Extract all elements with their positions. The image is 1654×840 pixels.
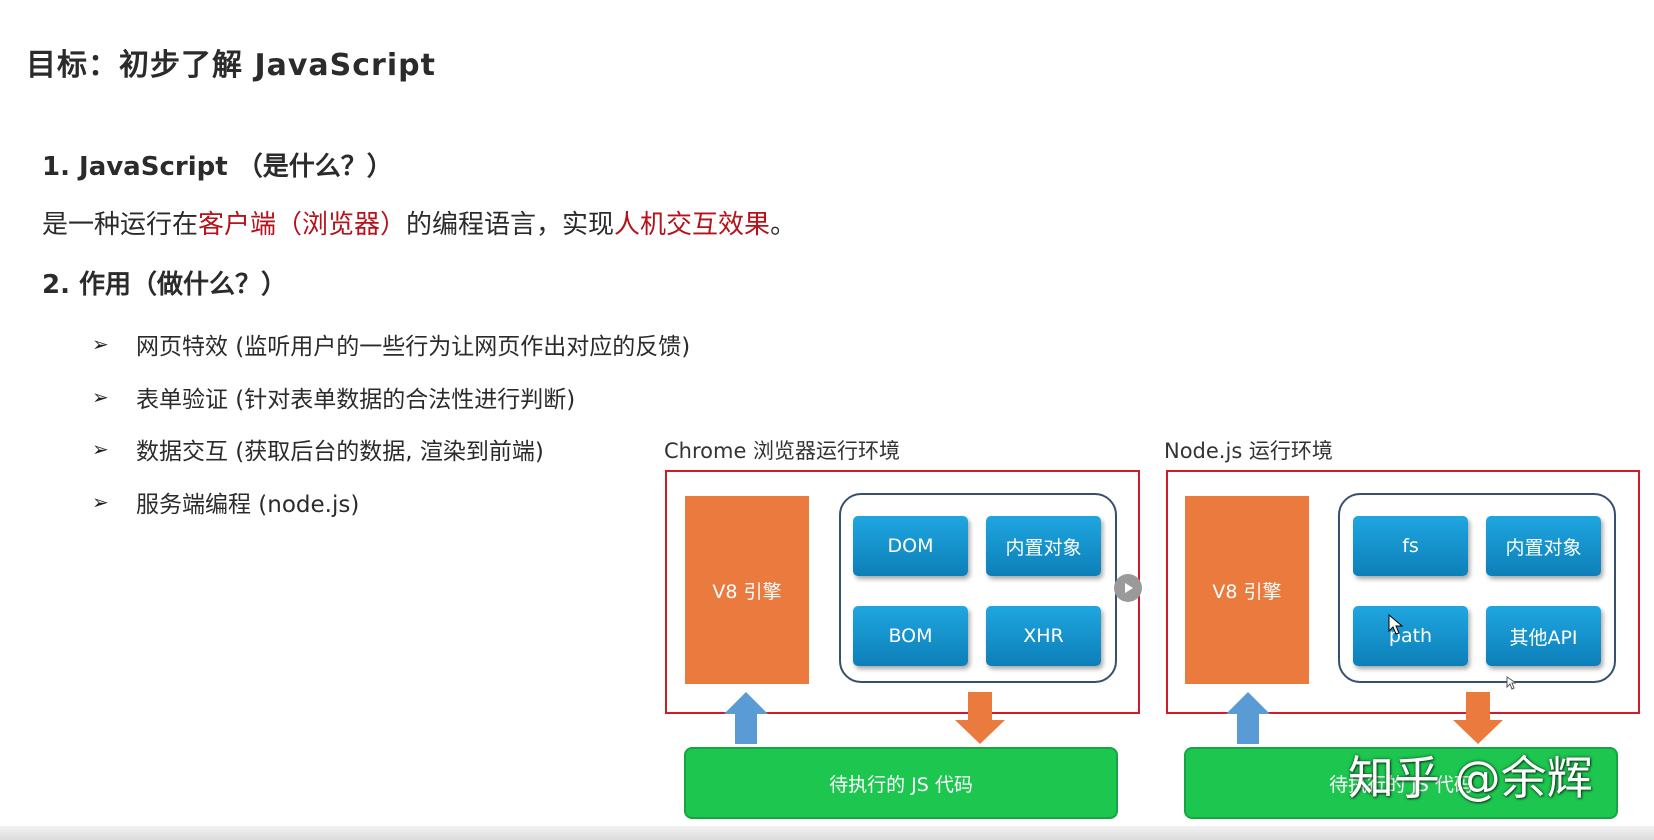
bottom-edge-bar bbox=[0, 826, 1654, 840]
page-title: 目标：初步了解 JavaScript bbox=[26, 48, 436, 83]
arrow-bullet-icon: ➢ bbox=[92, 384, 109, 409]
bullet-text: 数据交互 (获取后台的数据, 渲染到前端) bbox=[136, 439, 544, 466]
small-cursor-icon bbox=[1506, 676, 1516, 690]
browser-env-label: Chrome 浏览器运行环境 bbox=[664, 439, 901, 463]
list-item: ➢ 表单验证 (针对表单数据的合法性进行判断) bbox=[92, 371, 690, 424]
bullet-text: 网页特效 (监听用户的一些行为让网页作出对应的反馈) bbox=[136, 334, 691, 361]
list-item: ➢ 服务端编程 (node.js) bbox=[92, 476, 690, 529]
bullet-text: 服务端编程 (node.js) bbox=[136, 491, 360, 518]
bullet-text: 表单验证 (针对表单数据的合法性进行判断) bbox=[136, 386, 576, 413]
arrow-bullet-icon: ➢ bbox=[92, 332, 109, 357]
api-xhr: XHR bbox=[986, 606, 1101, 666]
para-highlight-client: 客户端（浏览器） bbox=[198, 210, 407, 240]
mouse-cursor-icon bbox=[1388, 614, 1404, 635]
para-text-3: 。 bbox=[770, 210, 797, 240]
api-builtin-objects: 内置对象 bbox=[1486, 516, 1601, 576]
play-icon[interactable] bbox=[1114, 574, 1142, 602]
node-js-code-bar: 待执行的 JS 代码 bbox=[1184, 747, 1618, 819]
section1-paragraph: 是一种运行在客户端（浏览器）的编程语言，实现人机交互效果。 bbox=[42, 204, 796, 241]
section1-heading: 1. JavaScript （是什么？） bbox=[42, 152, 393, 182]
up-arrow-icon bbox=[1226, 692, 1270, 744]
arrow-bullet-icon: ➢ bbox=[92, 489, 109, 514]
list-item: ➢ 数据交互 (获取后台的数据, 渲染到前端) bbox=[92, 423, 690, 476]
api-bom: BOM bbox=[853, 606, 968, 666]
api-path: path bbox=[1353, 606, 1468, 666]
para-text-2: 的编程语言，实现 bbox=[406, 210, 615, 240]
api-dom: DOM bbox=[853, 516, 968, 576]
down-arrow-icon bbox=[1453, 692, 1503, 744]
api-builtin-objects: 内置对象 bbox=[986, 516, 1101, 576]
para-highlight-interaction: 人机交互效果 bbox=[614, 210, 771, 240]
api-fs: fs bbox=[1353, 516, 1468, 576]
up-arrow-icon bbox=[724, 692, 768, 744]
browser-v8-engine: V8 引擎 bbox=[685, 496, 809, 684]
bullet-list: ➢ 网页特效 (监听用户的一些行为让网页作出对应的反馈) ➢ 表单验证 (针对表… bbox=[92, 318, 690, 528]
node-env-box bbox=[1166, 470, 1640, 714]
list-item: ➢ 网页特效 (监听用户的一些行为让网页作出对应的反馈) bbox=[92, 318, 690, 371]
watermark: 知乎 @余辉 bbox=[1348, 751, 1593, 805]
para-text-1: 是一种运行在 bbox=[42, 210, 199, 240]
arrow-bullet-icon: ➢ bbox=[92, 437, 109, 462]
browser-js-code-bar: 待执行的 JS 代码 bbox=[684, 747, 1118, 819]
section2-heading: 2. 作用（做什么？） bbox=[42, 270, 288, 300]
api-other: 其他API bbox=[1486, 606, 1601, 666]
down-arrow-icon bbox=[955, 692, 1005, 744]
node-v8-engine: V8 引擎 bbox=[1185, 496, 1309, 684]
node-env-label: Node.js 运行环境 bbox=[1164, 439, 1333, 463]
